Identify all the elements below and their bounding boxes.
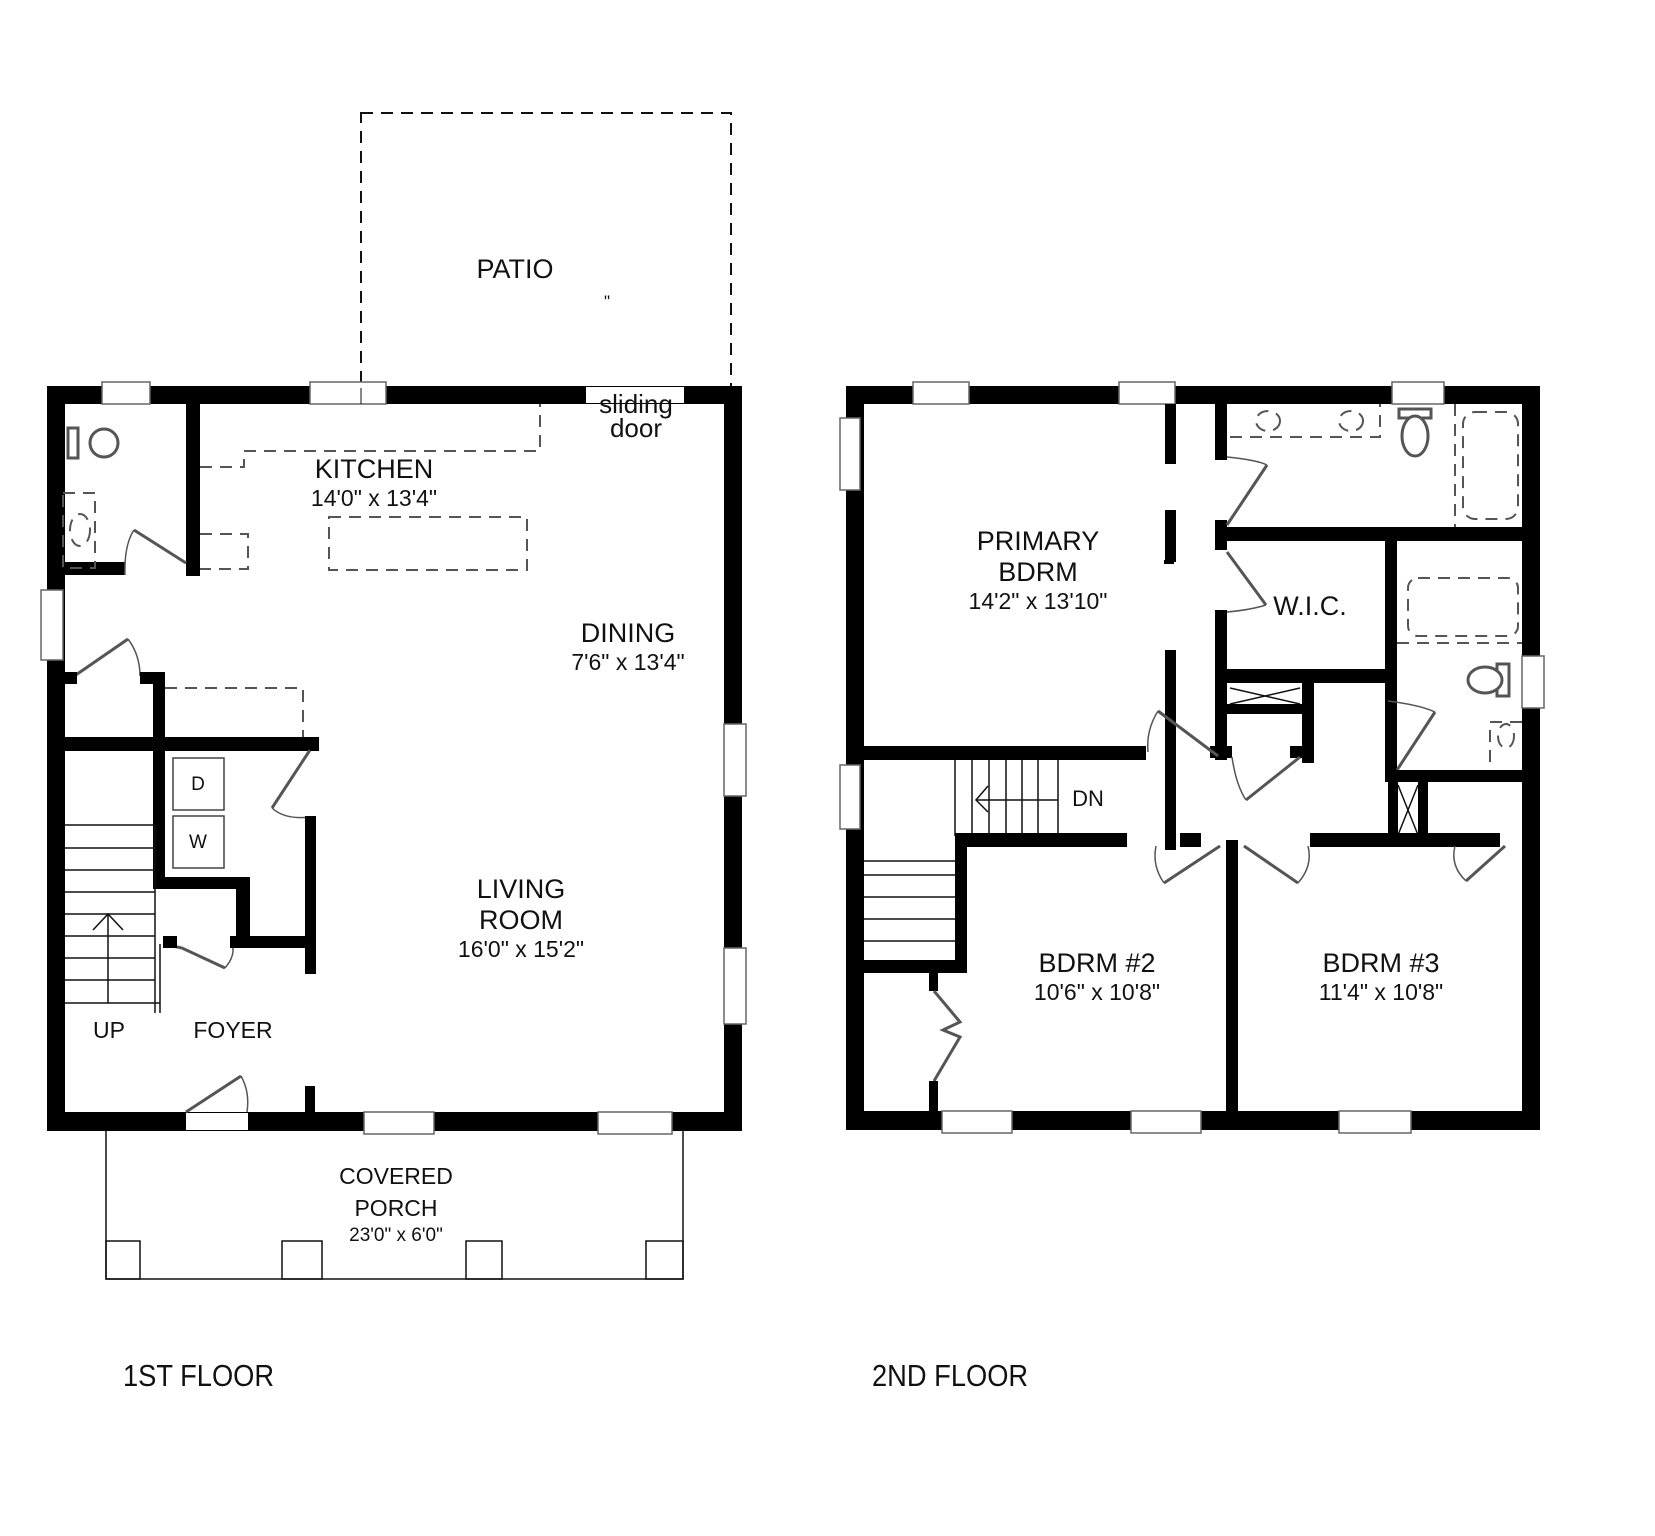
room-bedroom-3: BDRM #3 11'4" x 10'8" xyxy=(1319,948,1443,1005)
room-label-bdrm2: BDRM #2 xyxy=(1038,948,1156,978)
room-label-primary-line2: BDRM xyxy=(998,557,1078,588)
room-label-living-line2: ROOM xyxy=(478,905,563,936)
sliding-door-label-line1: sliding xyxy=(599,389,673,419)
room-covered-porch: COVERED PORCH 23'0" x 6'0" xyxy=(339,1160,453,1248)
first-floor-plan xyxy=(40,112,747,1280)
room-dims-primary: 14'2" x 13'10" xyxy=(968,588,1108,615)
room-label-foyer: FOYER xyxy=(193,1017,273,1043)
room-dims-bdrm2: 10'6" x 10'8" xyxy=(1033,979,1161,1006)
covered-porch-outline xyxy=(105,1131,684,1280)
patio-outline xyxy=(360,112,732,389)
stairs-up xyxy=(65,824,161,1013)
room-dims-dining: 7'6" x 13'4" xyxy=(571,649,685,676)
room-label-living-line1: LIVING xyxy=(476,874,566,904)
stairs-up-label: UP xyxy=(93,1017,125,1043)
floor-title-first: 1ST FLOOR xyxy=(123,1358,275,1393)
room-label-bdrm3: BDRM #3 xyxy=(1322,948,1440,978)
floor-title-second: 2ND FLOOR xyxy=(872,1358,1029,1393)
room-primary-bedroom: PRIMARY BDRM 14'2" x 13'10" xyxy=(969,526,1108,615)
sliding-door-label-line2: door xyxy=(609,413,663,443)
room-living-room: LIVING ROOM 16'0" x 15'2" xyxy=(458,874,584,963)
room-dims-bdrm3: 11'4" x 10'8" xyxy=(1318,979,1444,1006)
room-label-patio: PATIO xyxy=(476,254,554,284)
room-dining: DINING 7'6" x 13'4" xyxy=(571,618,684,675)
room-dims-porch: 23'0" x 6'0" xyxy=(349,1225,443,1246)
stairs-down-label: DN xyxy=(1072,786,1104,811)
room-dims-living: 16'0" x 15'2" xyxy=(457,936,585,963)
room-label-porch-line1: COVERED xyxy=(339,1163,453,1189)
room-label-porch-line2: PORCH xyxy=(354,1195,438,1221)
room-bedroom-2: BDRM #2 10'6" x 10'8" xyxy=(1034,948,1160,1005)
dryer-label: D xyxy=(191,774,205,795)
room-dims-kitchen: 14'0" x 13'4" xyxy=(310,485,438,512)
sliding-door-label: sliding door xyxy=(599,389,673,443)
second-floor-plan xyxy=(839,381,1545,1134)
patio-stray-mark: " xyxy=(603,292,611,311)
room-label-primary-line1: PRIMARY xyxy=(976,526,1100,556)
room-label-dining: DINING xyxy=(580,618,676,648)
room-label-wic: W.I.C. xyxy=(1273,591,1347,621)
washer-label: W xyxy=(189,832,207,853)
room-label-kitchen: KITCHEN xyxy=(314,454,434,484)
stairs-down xyxy=(864,760,1059,942)
room-kitchen: KITCHEN 14'0" x 13'4" xyxy=(311,454,437,511)
